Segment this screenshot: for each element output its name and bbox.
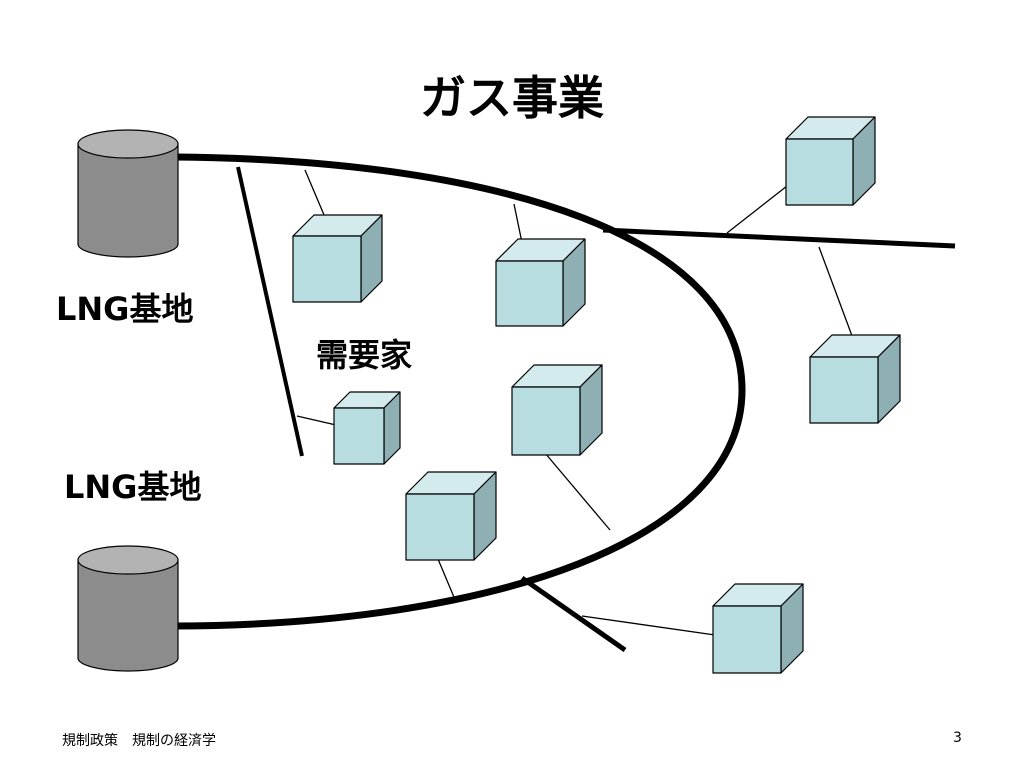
branch-pipeline-bottom	[520, 575, 627, 653]
service-line	[304, 169, 328, 223]
consumer-building-cube	[511, 364, 603, 456]
service-line	[581, 615, 716, 636]
slide-title: ガス事業	[420, 71, 604, 125]
service-line	[437, 558, 457, 603]
consumer-building-cube	[292, 214, 383, 303]
cube-front-face	[809, 356, 879, 424]
cube-front-face	[333, 407, 385, 465]
cube-front-face	[495, 260, 564, 327]
cube-front-face	[511, 386, 581, 456]
cube-front-face	[292, 235, 362, 303]
consumer-building-cube	[333, 391, 401, 465]
pipelines	[174, 153, 956, 653]
main-trunk-pipeline	[174, 153, 746, 630]
page-number: 3	[953, 730, 962, 746]
cube-front-face	[405, 493, 475, 561]
lng-tank-top	[77, 129, 179, 258]
cube-front-face	[712, 605, 782, 674]
lng-tank-bottom	[77, 545, 179, 672]
service-line	[544, 452, 611, 531]
consumers-label: 需要家	[316, 336, 413, 374]
consumer-building-cube	[785, 116, 876, 206]
tank-body	[77, 143, 179, 258]
cube-front-face	[785, 138, 854, 206]
lng-base-label-bottom: LNG基地	[64, 468, 202, 506]
consumer-building-cube	[809, 334, 901, 424]
service-line	[296, 415, 337, 426]
lng-base-label-top: LNG基地	[56, 290, 194, 328]
footer-title: 規制政策 規制の経済学	[62, 733, 216, 749]
tank-lid	[77, 545, 179, 575]
tank-lid	[77, 129, 179, 159]
consumer-building-cube	[712, 583, 804, 674]
branch-pipeline-right	[602, 227, 956, 249]
consumer-building-cube	[405, 471, 497, 561]
service-lines	[296, 169, 859, 636]
branch-pipeline-left	[236, 166, 304, 457]
consumer-building-cube	[495, 238, 586, 327]
service-line	[726, 185, 788, 234]
consumer-buildings	[292, 116, 901, 674]
tank-body	[77, 559, 179, 672]
